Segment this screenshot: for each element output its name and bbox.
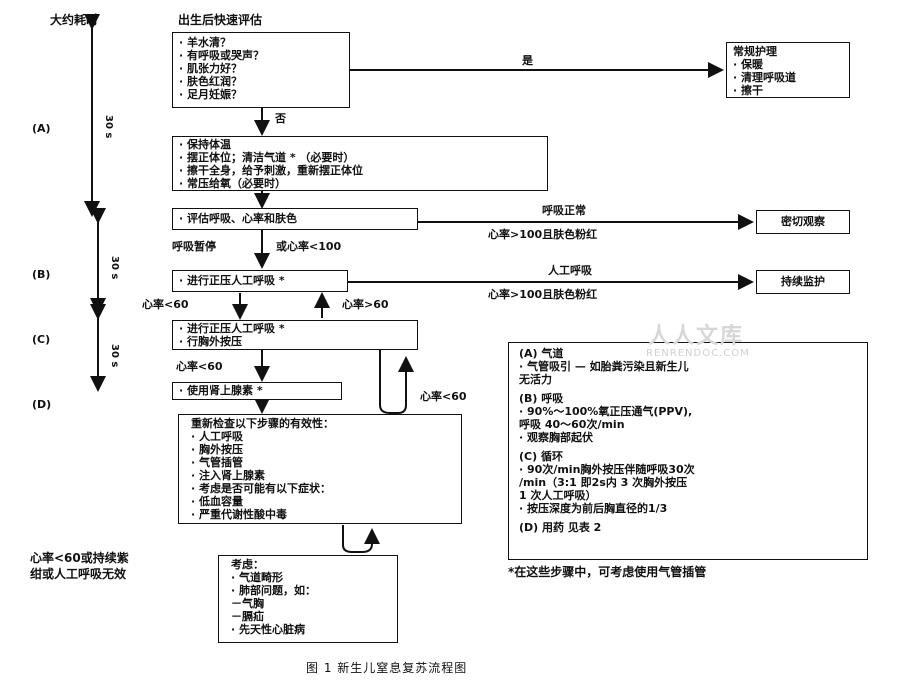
ppv-cc-item-1: · 进行正压人工呼吸 *: [179, 322, 285, 335]
recheck-item-7: · 严重代谢性酸中毒: [191, 508, 288, 521]
consider-box: 考虑： · 气道畸形 · 肺部问题，如： －气胸 －膈疝 · 先天性心脏病: [218, 555, 398, 643]
duration-b: 30 s: [109, 256, 120, 280]
initial-step-3: · 擦干全身，给予刺激，重新摆正体位: [179, 164, 364, 177]
assessment-box: · 羊水清？ · 有呼吸或哭声？ · 肌张力好？ · 肤色红润？ · 足月妊娠？: [172, 32, 350, 108]
note-c-1: · 90次/min胸外按压伴随呼吸30次: [519, 463, 695, 476]
note-c-title: (C) 循环: [519, 450, 563, 463]
recheck-title: 重新检查以下步骤的有效性：: [191, 417, 334, 430]
assess-q3: · 肌张力好？: [179, 62, 243, 75]
hr-lt60-label-b: 心率<60: [176, 360, 223, 373]
epinephrine-box: · 使用肾上腺素 *: [172, 382, 342, 400]
assess-q1: · 羊水清？: [179, 36, 232, 49]
recheck-item-5: · 考虑是否可能有以下症状：: [191, 482, 332, 495]
yes-label: 是: [522, 54, 533, 67]
observe-box: 密切观察: [756, 210, 850, 234]
assess-header: 出生后快速评估: [178, 13, 263, 27]
evaluate-text: · 评估呼吸、心率和肤色: [179, 212, 298, 225]
initial-steps-box: · 保持体温 · 摆正体位；清洁气道 * （必要时） · 擦干全身，给予刺激，重…: [172, 136, 548, 191]
note-c-3: 1 次人工呼吸）: [519, 489, 597, 502]
recheck-item-3: · 气管插管: [191, 456, 244, 469]
figure-caption: 图 1 新生儿窒息复苏流程图: [306, 661, 468, 675]
phase-c-label: (C): [32, 333, 51, 346]
hr-gt100-pink-label-2: 心率>100且肤色粉红: [488, 288, 598, 301]
observe-text: 密切观察: [781, 215, 825, 228]
apnea-label: 呼吸暂停: [172, 240, 216, 253]
recheck-item-2: · 胸外按压: [191, 443, 244, 456]
note-a-2: 无活力: [519, 373, 552, 386]
watermark-en: RENRENDOC.COM: [646, 348, 750, 359]
note-d-title: (D) 用药 见表 2: [519, 521, 602, 534]
epinephrine-text: · 使用肾上腺素 *: [179, 384, 263, 397]
watermark-cn: 人人文库: [648, 324, 745, 349]
consider-item-1: · 气道畸形: [231, 571, 284, 584]
ppv-box: · 进行正压人工呼吸 *: [172, 270, 348, 292]
hr-gt60-label: 心率>60: [342, 298, 389, 311]
breath-normal-label: 呼吸正常: [542, 204, 586, 217]
note-a-1: · 气管吸引 — 如胎粪污染且新生儿: [519, 360, 689, 373]
consider-title: 考虑：: [231, 558, 264, 571]
loop-consider: [342, 525, 380, 553]
time-header: 大约耗时: [50, 13, 99, 27]
note-b-2: 呼吸 40～60次/min: [519, 418, 625, 431]
consider-item-4: －膈疝: [231, 610, 264, 623]
note-c-4: · 按压深度为前后胸直径的1/3: [519, 502, 668, 515]
hr-lt60-label-c: 心率<60: [420, 390, 467, 403]
assess-q5: · 足月妊娠？: [179, 88, 243, 101]
phase-b-label: (B): [32, 268, 51, 281]
phase-a-label: (A): [32, 122, 51, 135]
consider-item-3: －气胸: [231, 597, 264, 610]
note-b-title: (B) 呼吸: [519, 392, 564, 405]
evaluate-box: · 评估呼吸、心率和肤色: [172, 208, 418, 230]
or-hr-lt100-label: 或心率<100: [276, 240, 342, 253]
initial-step-4: · 常压给氧（必要时）: [179, 177, 287, 190]
footnote: *在这些步骤中，可考虑使用气管插管: [508, 565, 707, 579]
consider-item-2: · 肺部问题，如：: [231, 584, 317, 597]
duration-a: 30 s: [103, 115, 114, 139]
no-label: 否: [275, 112, 286, 125]
note-b-1: · 90%～100%氧正压通气(PPV),: [519, 405, 693, 418]
note-c-2: /min（3:1 即2s内 3 次胸外按压: [519, 476, 688, 489]
routine-care-box: 常规护理 · 保暖 · 清理呼吸道 · 擦干: [726, 42, 850, 98]
ppv-cc-item-2: · 行胸外按压: [179, 335, 243, 348]
note-b-3: · 观察胸部起伏: [519, 431, 594, 444]
initial-step-2: · 摆正体位；清洁气道 * （必要时）: [179, 151, 355, 164]
routine-item-warm: · 保暖: [733, 58, 764, 71]
routine-item-airway: · 清理呼吸道: [733, 71, 797, 84]
routine-title: 常规护理: [733, 45, 777, 58]
assess-q2: · 有呼吸或哭声？: [179, 49, 265, 62]
ppv-text: · 进行正压人工呼吸 *: [179, 274, 285, 287]
assess-q4: · 肤色红润？: [179, 75, 243, 88]
phase-d-label: (D): [32, 398, 52, 411]
ppv-label: 人工呼吸: [548, 264, 592, 277]
note-a-title: (A) 气道: [519, 347, 564, 360]
recheck-box: 重新检查以下步骤的有效性： · 人工呼吸 · 胸外按压 · 气管插管 · 注入肾…: [178, 414, 462, 524]
consider-item-5: · 先天性心脏病: [231, 623, 306, 636]
ppv-compressions-box: · 进行正压人工呼吸 * · 行胸外按压: [172, 320, 418, 350]
monitor-box: 持续监护: [756, 270, 850, 294]
hr-lt60-label-a: 心率<60: [142, 298, 189, 311]
routine-item-dry: · 擦干: [733, 84, 764, 97]
hr-gt100-pink-label-1: 心率>100且肤色粉红: [488, 228, 598, 241]
recheck-item-1: · 人工呼吸: [191, 430, 244, 443]
failure-label-1: 心率<60或持续紫: [30, 551, 129, 565]
recheck-item-4: · 注入肾上腺素: [191, 469, 266, 482]
failure-label-2: 绀或人工呼吸无效: [30, 567, 127, 581]
recheck-item-6: · 低血容量: [191, 495, 244, 508]
notes-box: (A) 气道 · 气管吸引 — 如胎粪污染且新生儿 无活力 (B) 呼吸 · 9…: [508, 342, 868, 560]
monitor-text: 持续监护: [781, 275, 825, 288]
duration-c: 30 s: [109, 344, 120, 368]
loop-recheck: [379, 350, 414, 414]
initial-step-1: · 保持体温: [179, 138, 232, 151]
